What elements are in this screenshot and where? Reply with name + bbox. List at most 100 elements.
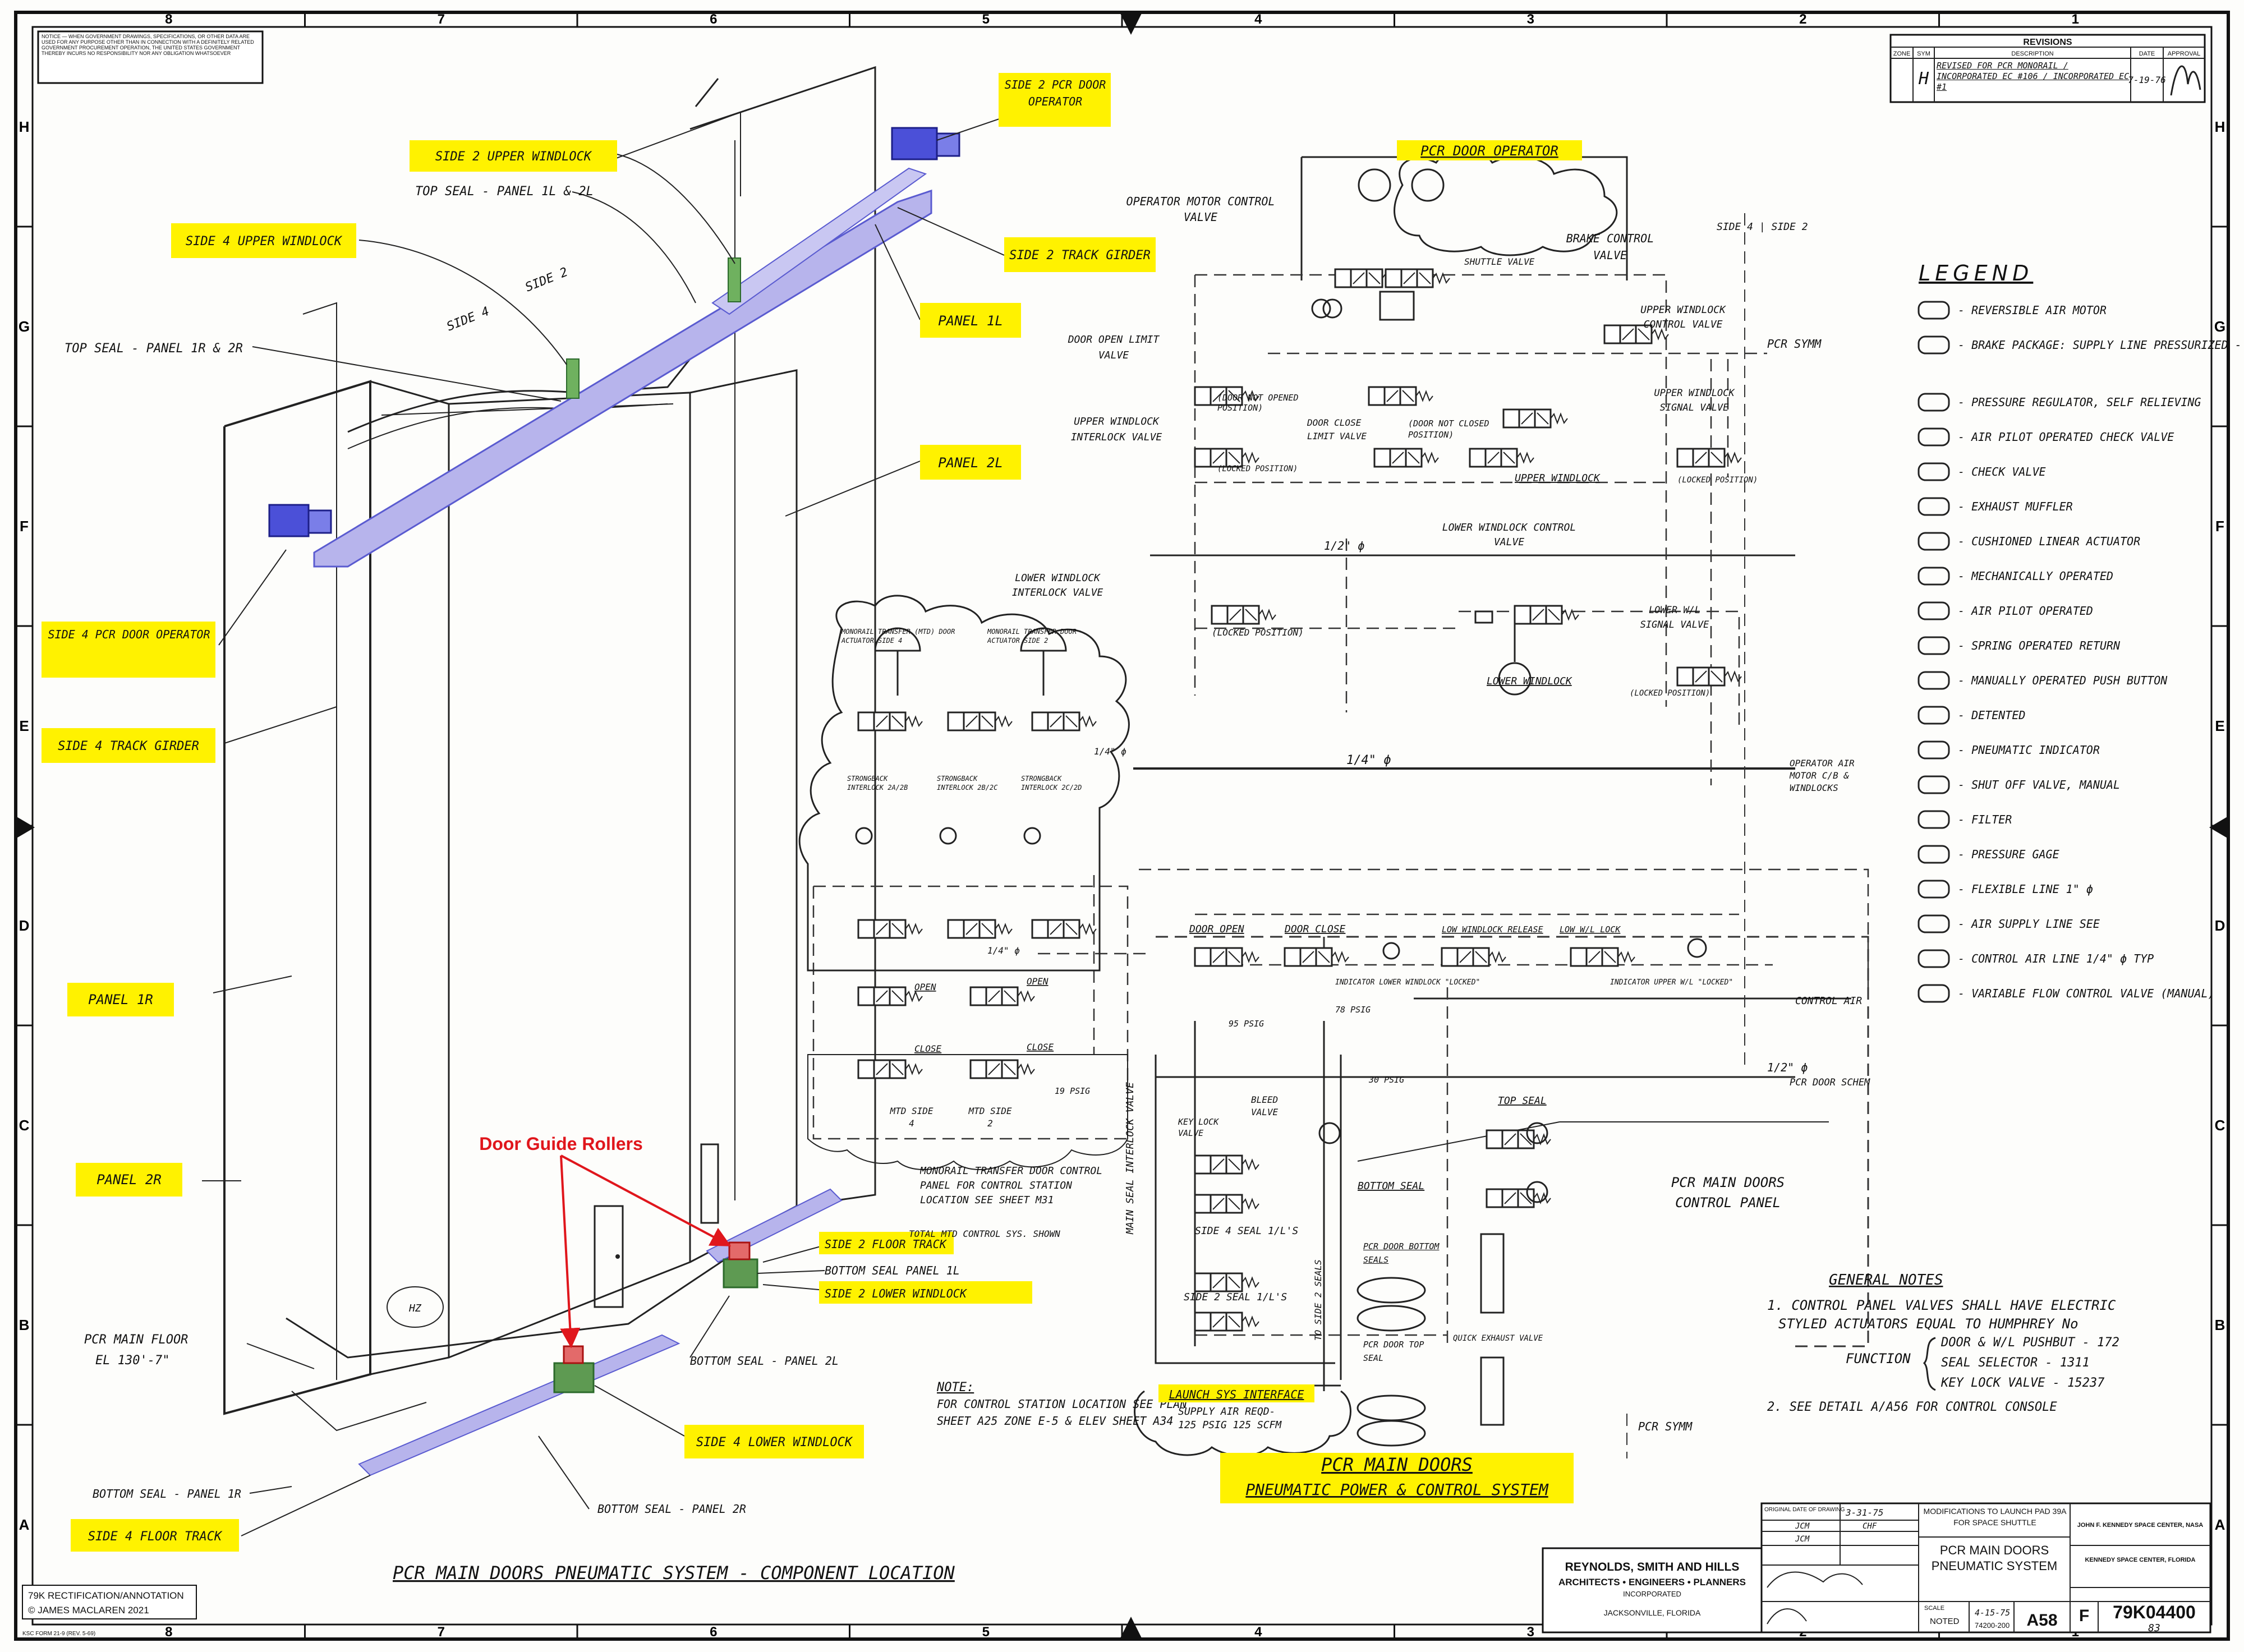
legend-item-text: - MANUALLY OPERATED PUSH BUTTON: [1958, 674, 2168, 687]
label-mtd-side2-panel: MTD SIDE 2: [968, 1106, 1012, 1129]
general-notes-title: GENERAL NOTES: [1829, 1272, 1943, 1289]
roller-arrow-1: [560, 1155, 581, 1349]
tb-approved-date: 4-15-75: [1975, 1608, 2010, 1618]
side-4-lower-windlock-shape: [553, 1362, 595, 1393]
legend-symbol-pg: [1917, 845, 1950, 864]
legend-item-text: - CUSHIONED LINEAR ACTUATOR: [1958, 535, 2140, 548]
grid-row-label: H: [19, 118, 30, 135]
label-strongback-2c2d: STRONGBACK INTERLOCK 2C/2D: [1021, 775, 1082, 792]
tb-mod-title: MODIFICATIONS TO LAUNCH PAD 39A FOR SPAC…: [1923, 1507, 2067, 1527]
grid-col-label: 4: [1254, 1625, 1262, 1640]
center-mark-bottom: [1120, 1617, 1142, 1639]
side-4-track-girder-shape: [313, 189, 932, 568]
legend-item-text: - PRESSURE REGULATOR, SELF RELIEVING: [1958, 395, 2201, 409]
legend-item-text: - VARIABLE FLOW CONTROL VALVE (MANUAL): [1958, 987, 2215, 1000]
legend-symbol-vfc: [1917, 984, 1950, 1003]
legend-symbol-amr: [1917, 301, 1950, 320]
amr-motor-symbol: [1358, 168, 1391, 202]
legend-item-text: - SPRING OPERATED RETURN: [1958, 639, 2121, 652]
legend-symbol-pr: [1917, 393, 1950, 412]
label-side2-seal: SIDE 2 SEAL 1/L'S: [1184, 1291, 1287, 1303]
label-strongback-2a2b: STRONGBACK INTERLOCK 2A/2B: [847, 775, 908, 792]
label-side2-track-girder: SIDE 2 TRACK GIRDER: [1009, 249, 1151, 263]
grid-col-label: 6: [710, 1625, 717, 1640]
legend-symbol-man: [1917, 671, 1950, 690]
legend-symbol-air: [1917, 601, 1950, 620]
label-to-side2-seals: TO SIDE 2 SEALS: [1313, 1260, 1323, 1341]
grid-row-label: G: [19, 318, 30, 335]
grid-col-label: 4: [1254, 12, 1262, 27]
rev-col-sym: SYM: [1917, 50, 1930, 57]
notice-box: NOTICE — WHEN GOVERNMENT DRAWINGS, SPECI…: [37, 30, 264, 84]
label-mtd-side2: MONORAIL TRANSFER DOOR ACTUATOR SIDE 2: [987, 628, 1077, 645]
mtd-side2-actuator-symbol: [1020, 627, 1067, 652]
label-pcr-main-doors-control-panel: PCR MAIN DOORS CONTROL PANEL: [1671, 1175, 1785, 1211]
label-pcr-door-top-seal: PCR DOOR TOP SEAL: [1363, 1340, 1424, 1363]
label-locked-position-1: (LOCKED POSITION): [1217, 464, 1298, 473]
label-side4-upper-windlock: SIDE 4 UPPER WINDLOCK: [186, 234, 343, 249]
legend-symbol-fl: [1917, 880, 1950, 899]
tb-agency: JOHN F. KENNEDY SPACE CENTER, NASA: [2077, 1522, 2204, 1529]
label-total-mtd: TOTAL MTD CONTROL SYS. SHOWN: [909, 1228, 1060, 1239]
general-notes-f2: SEAL SELECTOR - 1311: [1941, 1356, 2090, 1370]
label-side4-lower-windlock: SIDE 4 LOWER WINDLOCK: [696, 1435, 853, 1449]
label-side-2-iso: SIDE 2: [523, 265, 570, 295]
valve-symbol: [1603, 324, 1669, 344]
label-upper-windlock-control-valve: UPPER WINDLOCK CONTROL VALVE: [1640, 304, 1726, 330]
label-bottom-seal-panel-1r: BOTTOM SEAL - PANEL 1R: [93, 1487, 241, 1501]
legend-item-text: - BRAKE PACKAGE: SUPPLY LINE PRESSURIZED…: [1958, 338, 2244, 352]
legend-symbol-flt: [1917, 810, 1950, 829]
label-main-seal-interlock: MAIN SEAL INTERLOCK VALVE: [1124, 1082, 1136, 1235]
tb-firm2: ARCHITECTS • ENGINEERS • PLANNERS: [1558, 1577, 1746, 1587]
notice-text: NOTICE — WHEN GOVERNMENT DRAWINGS, SPECI…: [42, 34, 254, 56]
rev-col-description: DESCRIPTION: [2011, 50, 2053, 57]
label-close-2: CLOSE: [1027, 1042, 1054, 1052]
legend-item-text: - DETENTED: [1958, 708, 2025, 722]
legend-item-text: - AIR PILOT OPERATED CHECK VALVE: [1958, 430, 2174, 444]
tb-original-date: 3-31-75: [1845, 1507, 1883, 1518]
valve-symbol: [1441, 947, 1506, 967]
label-open-1: OPEN: [914, 982, 936, 992]
grid-row-label: B: [19, 1317, 30, 1333]
panel-2l-outline: [448, 392, 691, 1359]
label-19-psig: 19 PSIG: [1055, 1086, 1090, 1096]
frame-column: [302, 302, 337, 1380]
valve-symbol: [1194, 1194, 1259, 1214]
pcr-floor-line: [286, 1222, 780, 1359]
label-side2-pcr-door-operator: SIDE 2 PCR DOOR OPERATOR: [1004, 78, 1106, 108]
label-door-not-closed: (DOOR NOT CLOSED POSITION): [1408, 418, 1489, 440]
tb-city: JACKSONVILLE, FLORIDA: [1604, 1608, 1701, 1617]
valve-symbol: [1031, 919, 1097, 939]
tb-designed: JCM: [1795, 1522, 1810, 1531]
label-open-2: OPEN: [1027, 976, 1049, 987]
label-pcr-door-bottom-seals: PCR DOOR BOTTOM SEALS: [1363, 1241, 1440, 1265]
credit-line1: 79K RECTIFICATION/ANNOTATION: [28, 1590, 184, 1601]
tb-scale: NOTED: [1930, 1617, 1960, 1626]
label-lower-windlock-interlock-valve: LOWER WINDLOCK INTERLOCK VALVE: [1011, 572, 1103, 599]
side-2-track-girder-shape: [711, 167, 927, 315]
grid-row-label: A: [2215, 1516, 2225, 1533]
valve-symbol: [1486, 1129, 1551, 1149]
label-bottom-seal: BOTTOM SEAL: [1358, 1180, 1424, 1192]
label-lower-windlock: LOWER WINDLOCK: [1487, 675, 1572, 687]
side-2-upper-windlock-shape: [728, 257, 741, 302]
valve-symbol: [1194, 1312, 1259, 1332]
valve-symbol: [1031, 711, 1097, 731]
legend-symbol-spr: [1917, 636, 1950, 655]
legend-item-text: - AIR SUPPLY LINE SEE: [1958, 917, 2100, 931]
legend-symbol-sov: [1917, 775, 1950, 794]
grid-labels: 8877665544332211HHGGFFEEDDCCBBAA: [19, 12, 2225, 1640]
grid-row-label: H: [2215, 118, 2225, 135]
general-notes-line3: 2. SEE DETAIL A/A56 FOR CONTROL CONSOLE: [1767, 1400, 2057, 1414]
valve-symbol: [857, 919, 923, 939]
grid-row-label: E: [19, 717, 29, 734]
label-quick-exhaust-valve: QUICK EXHAUST VALVE: [1453, 1334, 1543, 1343]
label-95-psig: 95 PSIG: [1229, 1019, 1264, 1029]
legend-item-text: - REVERSIBLE AIR MOTOR: [1958, 303, 2107, 317]
rev-description: REVISED FOR PCR MONORAIL / INCORPORATED …: [1937, 61, 2130, 92]
general-notes-function: FUNCTION: [1846, 1351, 1911, 1366]
revisions-block: REVISIONS ZONE SYM DESCRIPTION DATE APPR…: [1889, 34, 2206, 103]
label-door-guide-rollers: Door Guide Rollers: [479, 1134, 643, 1154]
label-side4-side2: SIDE 4 | SIDE 2: [1717, 221, 1808, 233]
